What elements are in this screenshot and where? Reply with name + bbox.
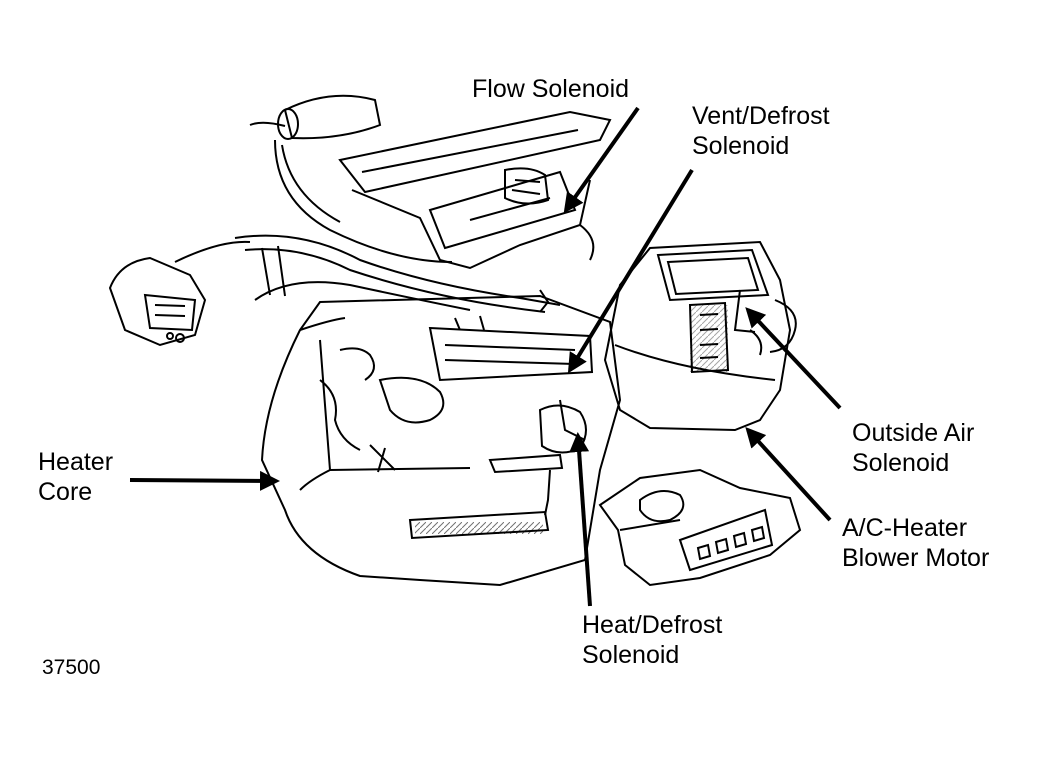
- outside-air-solenoid-label-line2: Solenoid: [852, 449, 950, 477]
- leader-lines: [129, 106, 842, 607]
- heater-case: [260, 289, 622, 587]
- vent-defrost-solenoid-label-line1: Vent/Defrost: [692, 102, 830, 130]
- heater-core-arrow: [129, 470, 280, 491]
- upper-duct-assembly: [249, 94, 612, 270]
- figure-id: 37500: [42, 656, 101, 679]
- blower-vent: [690, 305, 728, 372]
- flow-solenoid-label: Flow Solenoid: [472, 75, 630, 103]
- flow-solenoid-arrow: [563, 106, 640, 214]
- blower-motor-label-line1: A/C-Heater: [842, 514, 968, 542]
- blower-motor-arrow: [745, 427, 832, 522]
- heat-defrost-arrow: [569, 432, 592, 607]
- heater-core-label-line1: Heater: [38, 448, 114, 476]
- outside-air-arrow: [745, 307, 842, 410]
- heat-defrost-solenoid-label-line1: Heat/Defrost: [582, 611, 723, 639]
- outside-air-solenoid-label-line1: Outside Air: [852, 419, 975, 447]
- wiring-harness: [234, 234, 561, 313]
- blower-motor-assembly: [598, 468, 802, 587]
- blower-motor-label-line2: Blower Motor: [842, 544, 990, 572]
- heat-defrost-solenoid-label-line2: Solenoid: [582, 641, 680, 669]
- left-control-module: [108, 240, 251, 347]
- heater-core-label-line2: Core: [38, 478, 93, 506]
- hatched-grille: [415, 522, 543, 534]
- vent-defrost-solenoid-label-line2: Solenoid: [692, 132, 790, 160]
- vent-defrost-arrow: [567, 168, 694, 374]
